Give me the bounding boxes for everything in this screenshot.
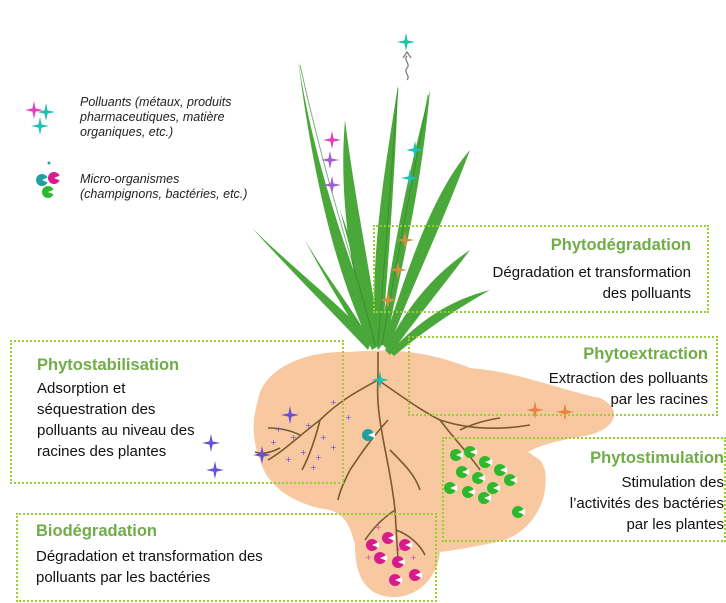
volatilization-arrow <box>403 52 411 58</box>
svg-text:+: + <box>345 413 352 422</box>
phytostabilisation-title: Phytostabilisation <box>37 356 179 375</box>
box-line: des polluants <box>493 283 691 304</box>
phytodegradation-text: Dégradation et transformation des pollua… <box>493 262 691 304</box>
phytostimulation-title: Phytostimulation <box>590 449 724 468</box>
legend-microbes-line: (champignons, bactéries, etc.) <box>80 187 300 202</box>
box-line: séquestration des <box>37 399 195 420</box>
legend-microbes: Micro-organismes (champignons, bactéries… <box>80 172 300 202</box>
box-line: racines des plantes <box>37 441 195 462</box>
legend-pollutants-line: pharmaceutiques, matière <box>80 110 280 125</box>
box-line: polluants au niveau des <box>37 420 195 441</box>
phytodegradation-title: Phytodégradation <box>551 236 691 255</box>
box-line: par les plantes <box>570 514 724 535</box>
box-line: polluants par les bactéries <box>36 567 263 588</box>
biodegradation-text: Dégradation et transformation des pollua… <box>36 546 263 588</box>
phytostimulation-text: Stimulation des l’activités des bactérie… <box>570 472 724 535</box>
legend-pollutant-icon <box>25 101 55 135</box>
legend-pollutants: Polluants (métaux, produits pharmaceutiq… <box>80 95 280 140</box>
box-line: Dégradation et transformation <box>493 262 691 283</box>
box-line: Extraction des polluants <box>549 368 708 389</box>
box-line: Dégradation et transformation des <box>36 546 263 567</box>
box-line: Stimulation des <box>570 472 724 493</box>
phytoextraction-title: Phytoextraction <box>583 345 708 364</box>
box-line: l’activités des bactéries <box>570 493 724 514</box>
box-line: par les racines <box>549 389 708 410</box>
legend-microbes-line: Micro-organismes <box>80 172 300 187</box>
box-line: Adsorption et <box>37 378 195 399</box>
volatilization-squiggle <box>406 56 408 80</box>
biodegradation-title: Biodégradation <box>36 522 157 541</box>
phytostabilisation-text: Adsorption et séquestration des polluant… <box>37 378 195 462</box>
phytoextraction-text: Extraction des polluants par les racines <box>549 368 708 410</box>
legend-pollutants-line: organiques, etc.) <box>80 125 280 140</box>
legend-microbe-icon <box>36 162 61 199</box>
legend-pollutants-line: Polluants (métaux, produits <box>80 95 280 110</box>
